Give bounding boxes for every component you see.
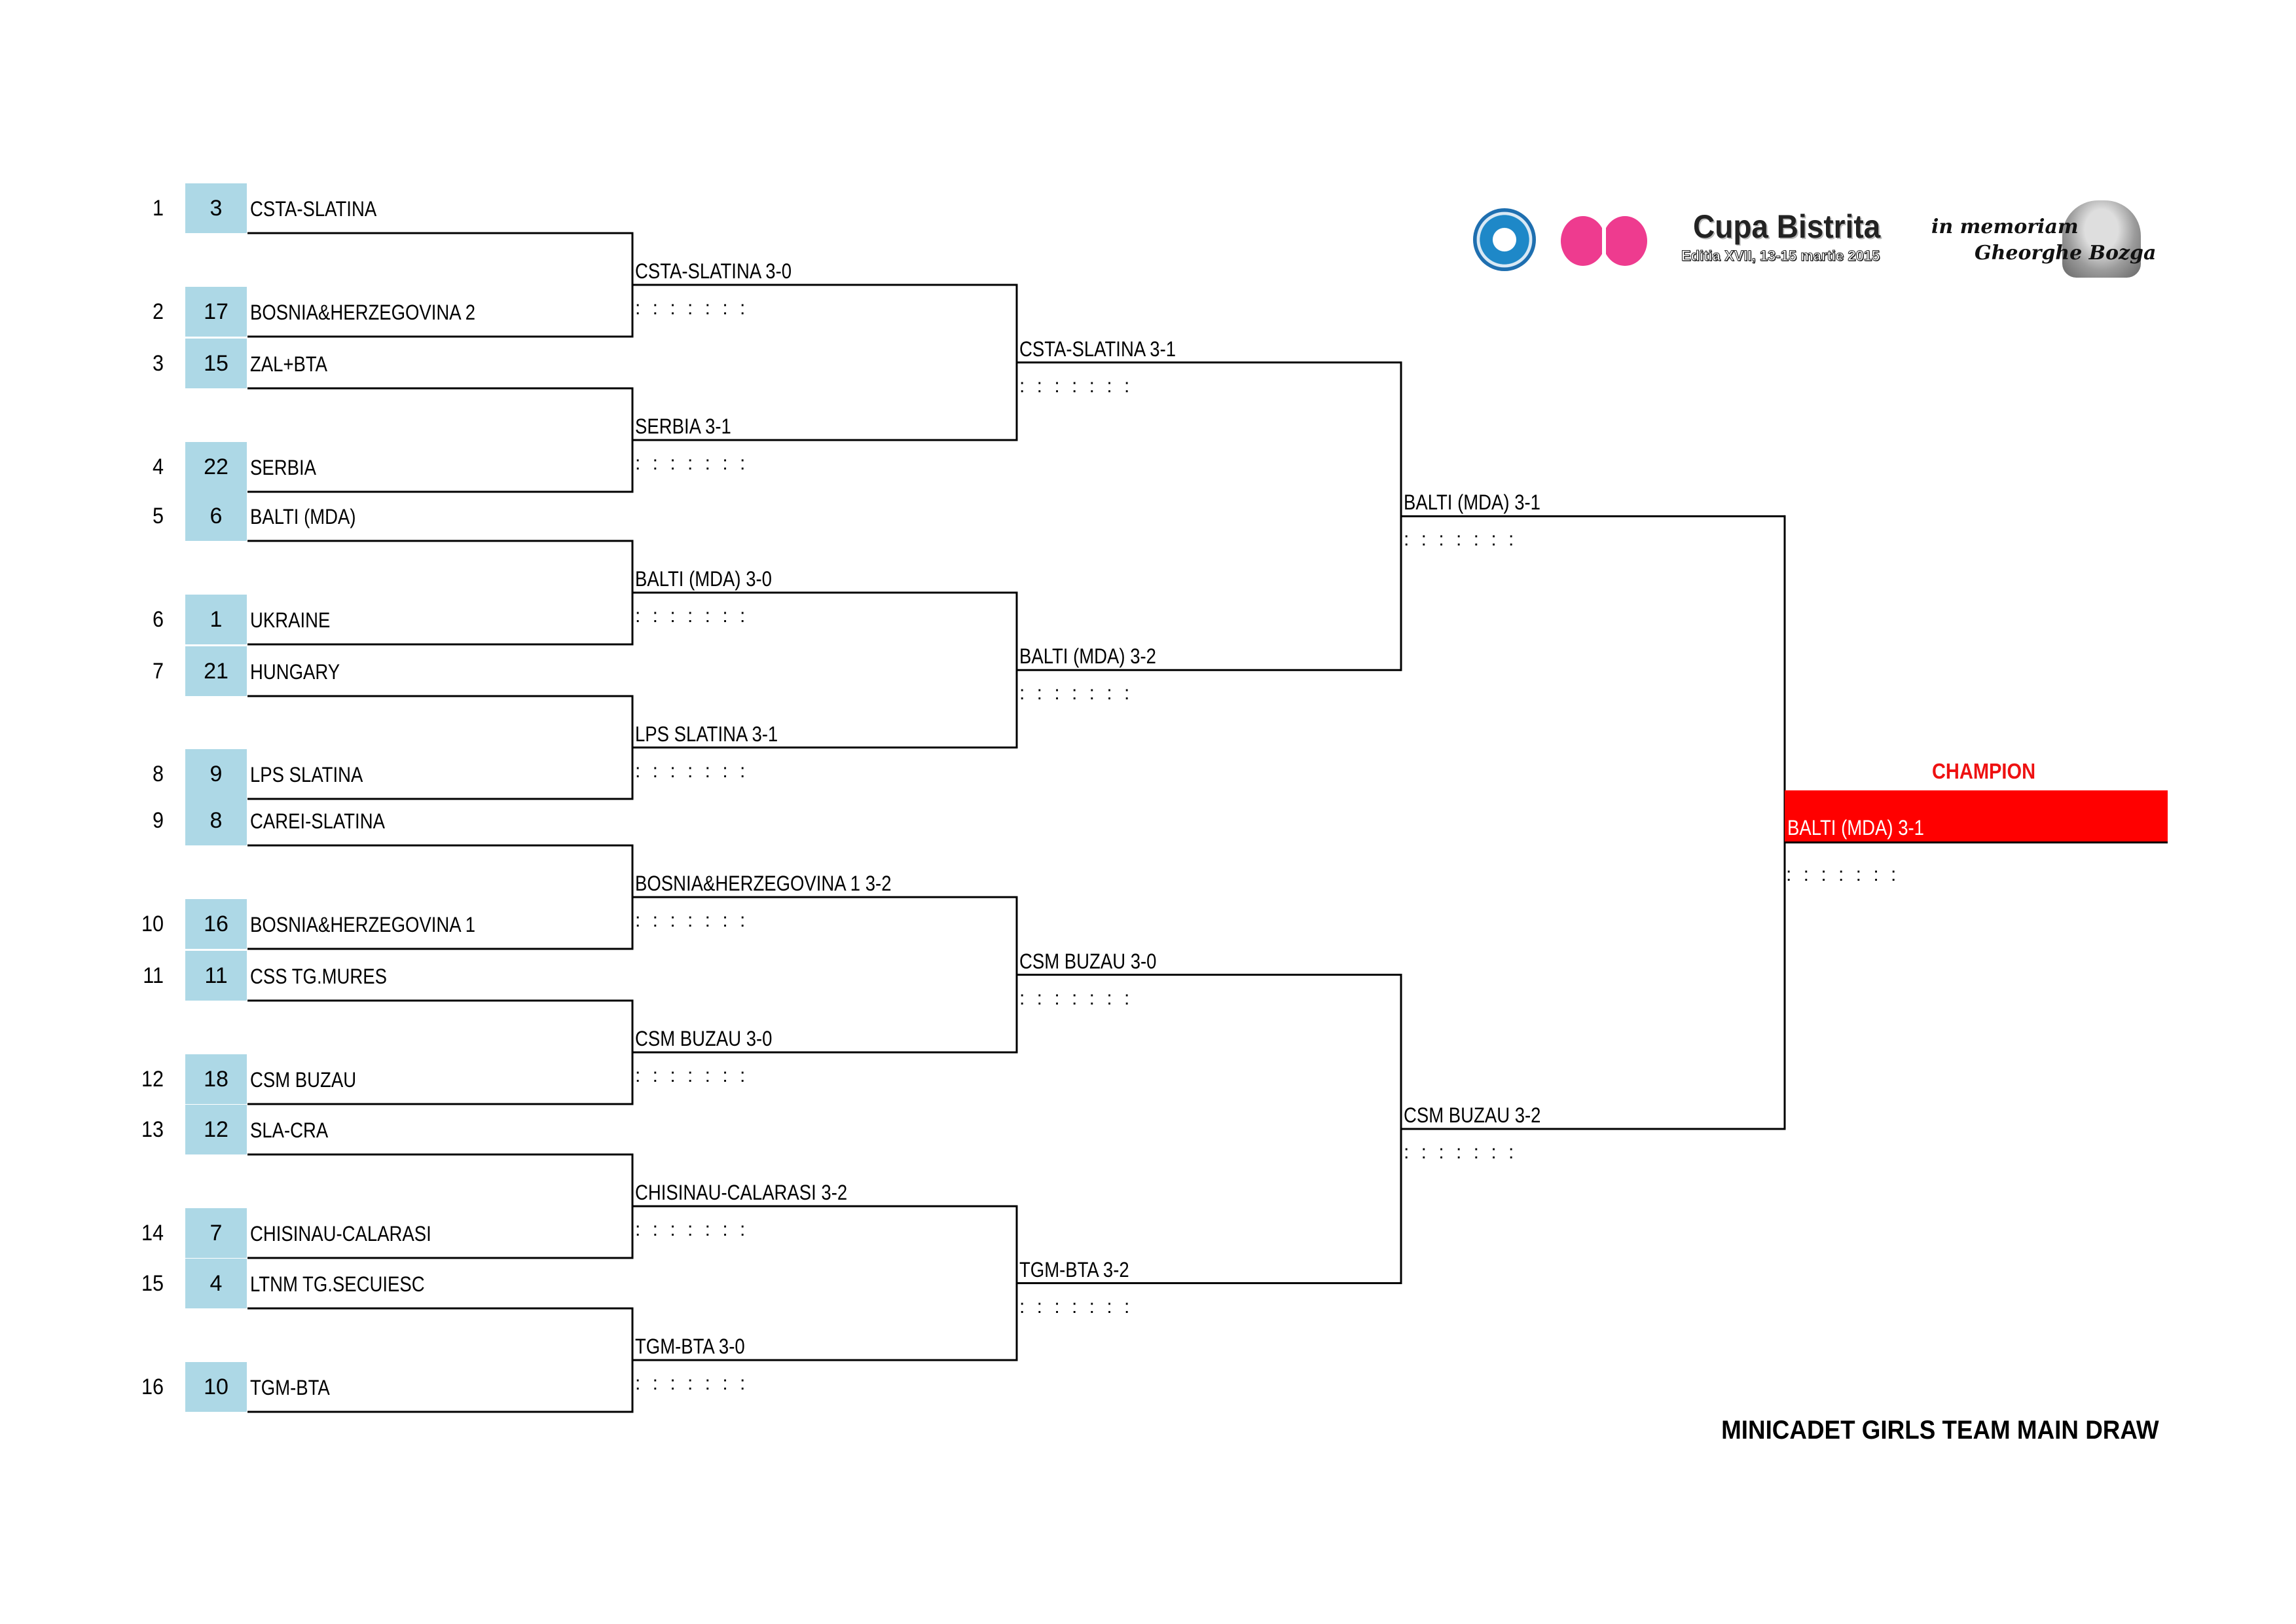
- score-dots: : : : : : : :: [1019, 375, 1133, 397]
- team-name: TGM-BTA: [250, 1376, 330, 1399]
- butterfly-logo-icon: [1561, 216, 1647, 266]
- champion-result: BALTI (MDA) 3-1: [1787, 816, 1924, 840]
- seed-number: 21: [185, 646, 247, 696]
- seed-number: 11: [185, 951, 247, 1001]
- score-dots: : : : : : : :: [635, 297, 749, 319]
- match-result: SERBIA 3-1: [635, 415, 731, 438]
- draw-position: 12: [141, 1067, 164, 1092]
- memoriam-label: in memoriam: [1931, 215, 2079, 238]
- match-result: LPS SLATINA 3-1: [635, 722, 778, 746]
- match-result: BALTI (MDA) 3-1: [1404, 490, 1540, 515]
- match-result: CSTA-SLATINA 3-1: [1019, 337, 1176, 361]
- match-result: CHISINAU-CALARASI 3-2: [635, 1181, 848, 1204]
- seed-number: 10: [185, 1362, 247, 1412]
- score-dots: : : : : : : :: [1019, 682, 1133, 705]
- score-dots: : : : : : : :: [635, 452, 749, 474]
- draw-position: 3: [152, 351, 164, 376]
- team-name: HUNGARY: [250, 660, 340, 684]
- team-name: CHISINAU-CALARASI: [250, 1222, 431, 1246]
- match-result: TGM-BTA 3-0: [635, 1335, 745, 1358]
- draw-position: 13: [141, 1117, 164, 1142]
- score-dots: : : : : : : :: [1404, 1141, 1518, 1163]
- match-result: CSM BUZAU 3-0: [1019, 949, 1157, 973]
- team-name: SERBIA: [250, 456, 316, 479]
- seed-number: 1: [185, 595, 247, 644]
- seed-number: 6: [185, 491, 247, 541]
- score-dots: : : : : : : :: [635, 910, 749, 931]
- seed-number: 16: [185, 899, 247, 949]
- team-name: BOSNIA&HERZEGOVINA 1: [250, 913, 476, 936]
- team-name: LPS SLATINA: [250, 763, 363, 786]
- cup-subtitle: Editia XVII, 13-15 martie 2015: [1681, 248, 1880, 265]
- match-result: BOSNIA&HERZEGOVINA 1 3-2: [635, 872, 892, 895]
- seed-number: 12: [185, 1105, 247, 1154]
- seed-number: 4: [185, 1259, 247, 1308]
- team-name: BOSNIA&HERZEGOVINA 2: [250, 301, 476, 324]
- draw-title: MINICADET GIRLS TEAM MAIN DRAW: [1721, 1416, 2159, 1445]
- draw-position: 16: [141, 1375, 164, 1399]
- memoriam-name: Gheorghe Bozga: [1975, 242, 2157, 265]
- seed-number: 17: [185, 287, 247, 337]
- draw-position: 10: [141, 912, 164, 936]
- team-name: BALTI (MDA): [250, 505, 356, 528]
- seed-number: 7: [185, 1208, 247, 1258]
- seed-number: 8: [185, 796, 247, 845]
- draw-position: 5: [152, 504, 164, 528]
- champion-label: CHAMPION: [1931, 759, 2036, 783]
- score-dots: : : : : : : :: [1019, 1295, 1133, 1318]
- draw-position: 2: [152, 299, 164, 324]
- team-name: CSTA-SLATINA: [250, 197, 377, 221]
- score-dots: : : : : : : :: [635, 1373, 749, 1394]
- team-name: LTNM TG.SECUIESC: [250, 1272, 425, 1296]
- champion-score-dots: : : : : : : :: [1786, 864, 1900, 885]
- draw-position: 4: [152, 454, 164, 479]
- seed-number: 9: [185, 749, 247, 799]
- portrait-photo: [2062, 200, 2141, 278]
- score-dots: : : : : : : :: [635, 605, 749, 627]
- team-name: CSS TG.MURES: [250, 965, 387, 988]
- score-dots: : : : : : : :: [1404, 528, 1518, 551]
- draw-position: 14: [141, 1221, 164, 1246]
- team-name: ZAL+BTA: [250, 352, 328, 376]
- cup-title: Cupa Bistrita: [1693, 208, 1881, 245]
- team-name: UKRAINE: [250, 608, 331, 632]
- match-result: CSM BUZAU 3-0: [635, 1027, 773, 1050]
- team-name: CSM BUZAU: [250, 1068, 357, 1092]
- draw-position: 11: [143, 963, 164, 988]
- score-dots: : : : : : : :: [635, 760, 749, 782]
- draw-position: 7: [152, 659, 164, 684]
- match-result: TGM-BTA 3-2: [1019, 1257, 1129, 1282]
- draw-position: 9: [152, 808, 164, 833]
- federation-logo-icon: [1473, 208, 1536, 271]
- match-result: CSM BUZAU 3-2: [1404, 1103, 1541, 1127]
- match-result: BALTI (MDA) 3-2: [1019, 644, 1156, 669]
- draw-position: 6: [152, 607, 164, 632]
- draw-position: 1: [152, 196, 164, 221]
- seed-number: 22: [185, 442, 247, 492]
- score-dots: : : : : : : :: [635, 1219, 749, 1240]
- champion-box: BALTI (MDA) 3-1: [1785, 790, 2168, 843]
- draw-position: 15: [141, 1271, 164, 1296]
- seed-number: 3: [185, 183, 247, 233]
- draw-position: 8: [152, 762, 164, 786]
- team-name: CAREI-SLATINA: [250, 809, 385, 833]
- team-name: SLA-CRA: [250, 1118, 329, 1142]
- match-result: BALTI (MDA) 3-0: [635, 567, 772, 591]
- seed-number: 15: [185, 339, 247, 388]
- score-dots: : : : : : : :: [635, 1065, 749, 1086]
- header-logos: Cupa Bistrita Editia XVII, 13-15 martie …: [1473, 196, 2160, 282]
- match-result: CSTA-SLATINA 3-0: [635, 259, 792, 283]
- seed-number: 18: [185, 1054, 247, 1104]
- score-dots: : : : : : : :: [1019, 987, 1133, 1009]
